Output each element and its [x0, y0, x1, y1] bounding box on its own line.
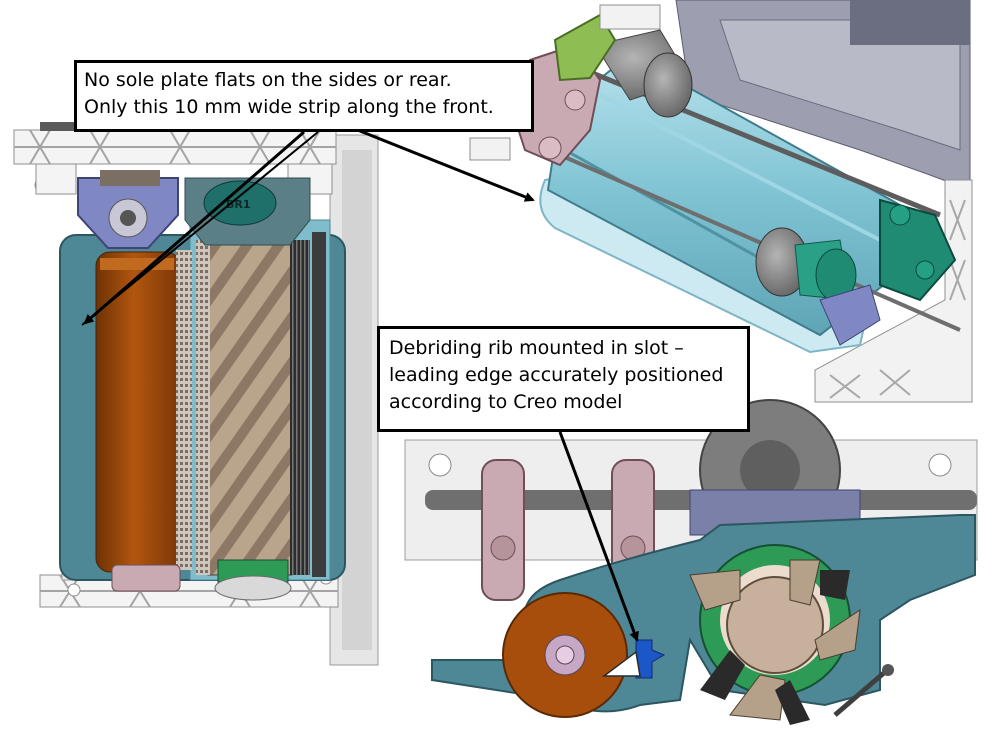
- bottom-right-view: [404, 399, 980, 740]
- br1-cap: BR1: [184, 177, 311, 246]
- annotation-debriding-rib: Debriding rib mounted in slot – leading …: [377, 326, 750, 432]
- right-frame-truss: [814, 179, 973, 403]
- front-roller: [95, 251, 181, 573]
- pink-end-bracket: [111, 564, 181, 592]
- annotation-sole-plate: No sole plate flats on the sides or rear…: [74, 60, 534, 132]
- arrow-to-left-strip: [83, 130, 305, 325]
- arrow-to-debriding-rib: [558, 431, 639, 642]
- top-motor: [594, 29, 693, 118]
- bottom-motor: [755, 227, 857, 302]
- arrow-to-left-strip-2: [81, 131, 319, 326]
- annotation-sole-plate-line2: Only this 10 mm wide strip along the fro…: [84, 96, 494, 118]
- brush-bristle-fans: [689, 559, 861, 725]
- spiral-brush-roll: [207, 239, 293, 576]
- debriding-rib: [635, 639, 666, 679]
- left-view: BR1: [0, 55, 380, 725]
- annotation-debriding-rib-line2: leading edge accurately positioned: [389, 364, 724, 386]
- annotation-debriding-rib-line3: according to Creo model: [389, 391, 623, 413]
- annotation-sole-plate-line1: No sole plate flats on the sides or rear…: [84, 69, 452, 91]
- brush-end-cap: [214, 559, 292, 601]
- left-end-brackets: [469, 4, 661, 167]
- right-end-brackets: [819, 198, 957, 346]
- annotation-debriding-rib-line1: Debriding rib mounted in slot –: [389, 337, 684, 359]
